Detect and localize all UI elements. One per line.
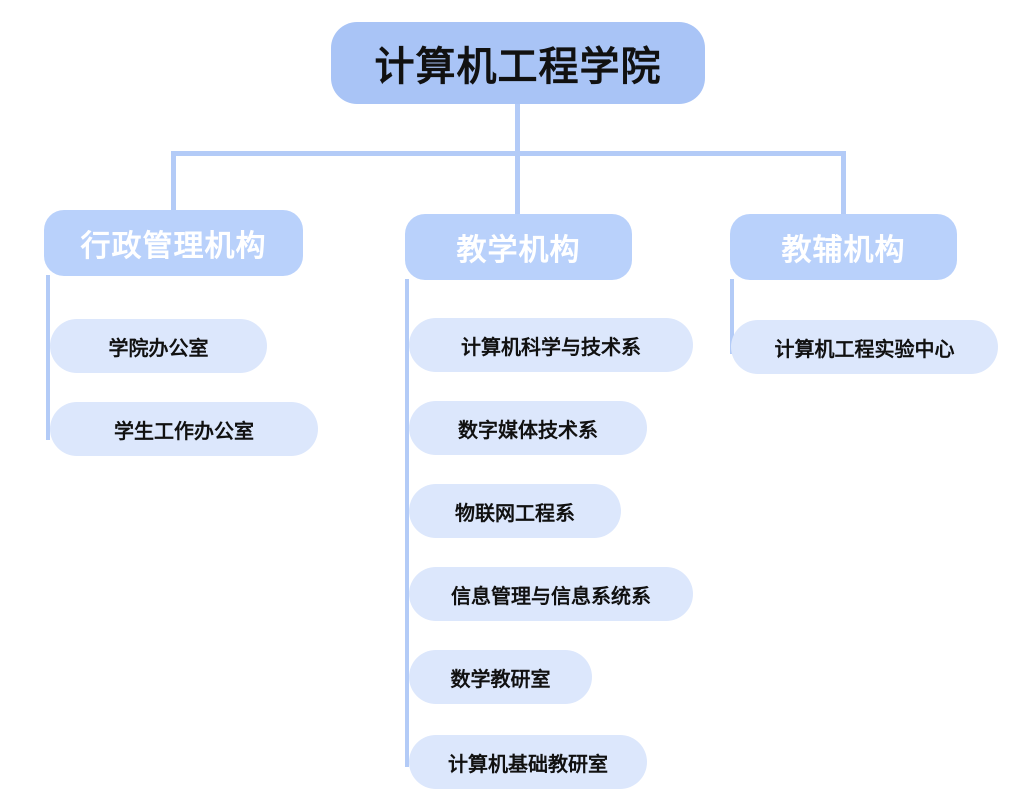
horizontal-connector [171, 151, 846, 156]
root-node: 计算机工程学院 [331, 22, 705, 104]
vertical-connector-admin [46, 275, 50, 440]
item-cs-department: 计算机科学与技术系 [409, 318, 693, 372]
category-support: 教辅机构 [730, 214, 957, 280]
vertical-connector-teaching [405, 279, 409, 767]
branch-connector-support [841, 151, 846, 215]
item-info-management-department: 信息管理与信息系统系 [409, 567, 693, 621]
item-computer-engineering-lab-center: 计算机工程实验中心 [731, 320, 998, 374]
item-student-affairs-office: 学生工作办公室 [50, 402, 318, 456]
item-computer-basics-teaching-office: 计算机基础教研室 [409, 735, 647, 789]
category-admin: 行政管理机构 [44, 210, 303, 276]
item-college-office: 学院办公室 [50, 319, 267, 373]
branch-connector-admin [171, 151, 176, 211]
vertical-connector-support [730, 279, 734, 354]
category-teaching: 教学机构 [405, 214, 632, 280]
root-connector [515, 104, 520, 154]
item-iot-department: 物联网工程系 [409, 484, 621, 538]
item-math-teaching-office: 数学教研室 [409, 650, 592, 704]
branch-connector-teaching [515, 151, 520, 215]
item-digital-media-department: 数字媒体技术系 [409, 401, 647, 455]
